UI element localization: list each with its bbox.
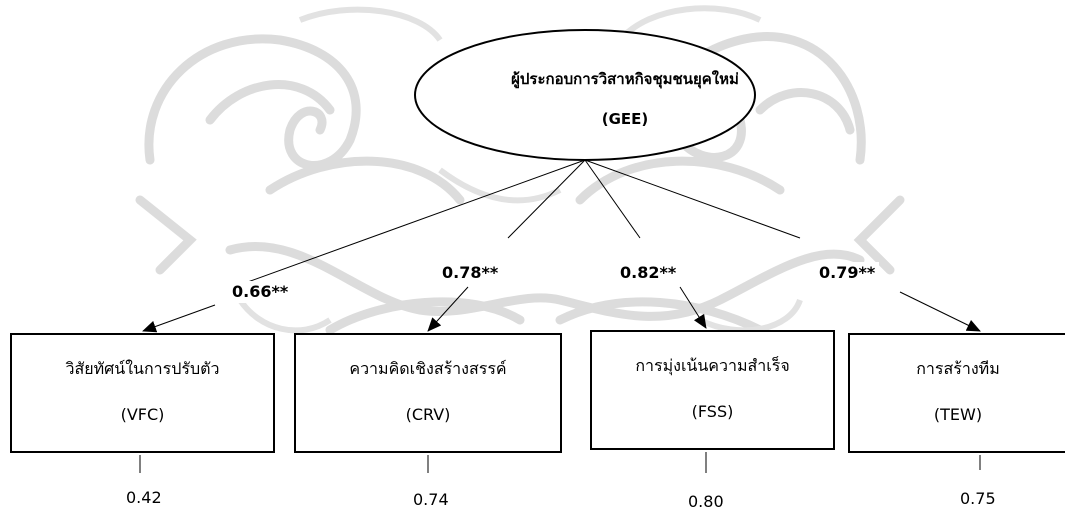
error-value-crv: 0.74 (413, 490, 449, 509)
error-value-vfc: 0.42 (126, 488, 162, 507)
indicator-code: (CRV) (405, 405, 451, 424)
path-line-upper-tew (584, 159, 801, 239)
loading-crv: 0.78** (438, 262, 503, 284)
error-value-tew: 0.75 (960, 489, 996, 508)
error-value-fss: 0.80 (688, 492, 724, 511)
path-arrow-vfc (142, 304, 216, 333)
indicator-name: ความคิดเชิงสร้างสรรค์ (349, 359, 507, 378)
loading-tew: 0.79** (815, 262, 880, 284)
indicator-box-crv: ความคิดเชิงสร้างสรรค์ (CRV) (294, 333, 562, 453)
path-line-upper-fss (584, 159, 641, 239)
indicator-code: (FSS) (691, 402, 734, 421)
loading-vfc: 0.66** (228, 281, 293, 303)
path-line-upper-crv (507, 159, 586, 239)
latent-ellipse (414, 29, 756, 161)
indicator-name: การมุ่งเน้นความสำเร็จ (635, 356, 790, 375)
path-arrow-crv (427, 286, 469, 332)
path-line-upper-vfc (244, 159, 586, 284)
indicator-box-fss: การมุ่งเน้นความสำเร็จ (FSS) (590, 330, 835, 450)
indicator-name: วิสัยทัศน์ในการปรับตัว (65, 359, 220, 378)
indicator-box-tew: การสร้างทีม (TEW) (848, 333, 1065, 453)
loading-fss: 0.82** (616, 262, 681, 284)
indicator-code: (VFC) (120, 405, 165, 424)
indicator-name: การสร้างทีม (916, 359, 1000, 378)
indicator-box-vfc: วิสัยทัศน์ในการปรับตัว (VFC) (10, 333, 275, 453)
indicator-code: (TEW) (933, 405, 983, 424)
path-arrow-tew (899, 291, 981, 332)
path-arrow-fss (679, 286, 707, 329)
latent-title: ผู้ประกอบการวิสาหกิจชุมชนยุคใหม่ (511, 70, 739, 88)
latent-code: (GEE) (601, 110, 649, 128)
